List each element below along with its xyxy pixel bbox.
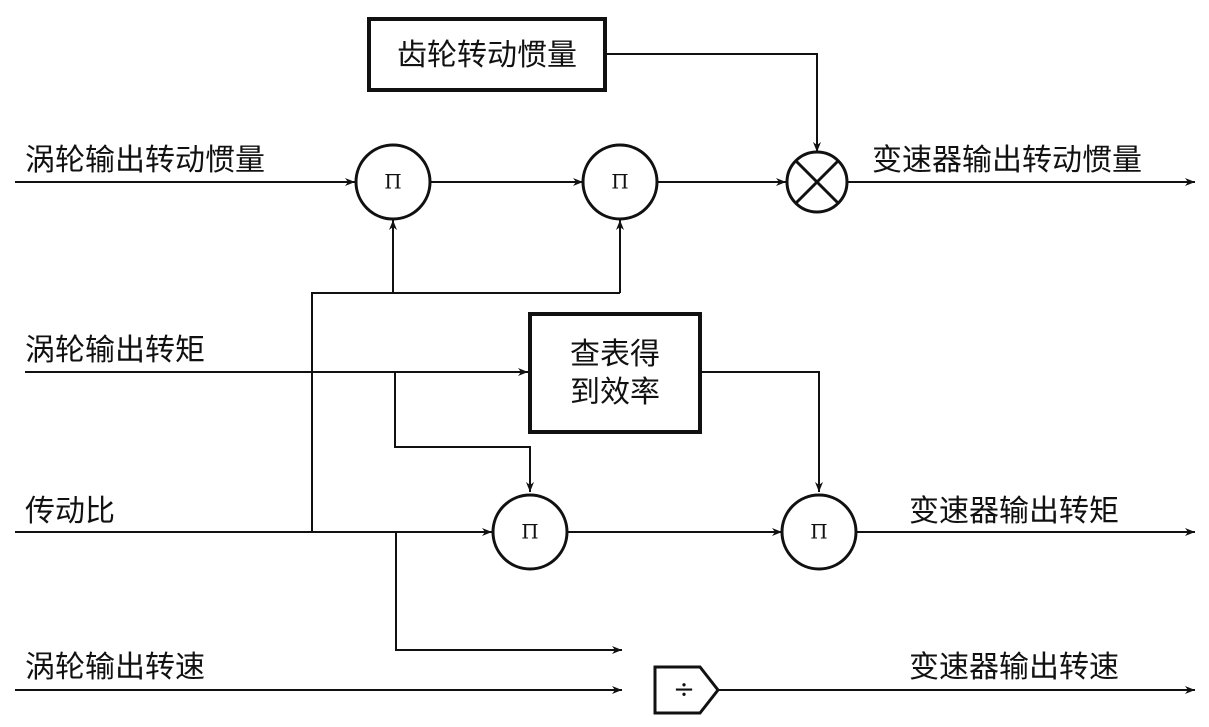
label-trans-torque: 变速器输出转矩 bbox=[909, 494, 1119, 529]
wire-ratio-up bbox=[311, 292, 620, 532]
gear-inertia-label: 齿轮转动惯量 bbox=[397, 38, 577, 73]
gear-inertia-block bbox=[367, 17, 607, 92]
cross-mark-b bbox=[794, 159, 840, 205]
wire-gear-inertia bbox=[605, 53, 821, 152]
label-trans-inertia: 变速器输出转动惯量 bbox=[872, 143, 1142, 178]
product-node-2 bbox=[581, 143, 659, 221]
product-node-3 bbox=[491, 493, 569, 571]
label-turbine-inertia: 涡轮输出转动惯量 bbox=[25, 143, 265, 178]
wire-eff-mult4 bbox=[700, 371, 823, 492]
label-gear-ratio: 传动比 bbox=[25, 494, 115, 529]
efficiency-lookup-block bbox=[528, 312, 702, 434]
wire-ratio-divider bbox=[395, 532, 622, 654]
divide-symbol: ÷ bbox=[673, 675, 695, 705]
wire-torque-mult3 bbox=[394, 372, 534, 492]
divide-node bbox=[653, 665, 720, 715]
label-turbine-speed: 涡轮输出转速 bbox=[25, 650, 205, 685]
product-node-4 bbox=[780, 493, 858, 571]
product-symbol-3: Π bbox=[521, 520, 538, 544]
product-symbol-4: Π bbox=[810, 520, 827, 544]
product-node-1 bbox=[354, 143, 432, 221]
product-symbol-1: Π bbox=[384, 170, 401, 194]
product-symbol-2: Π bbox=[611, 170, 628, 194]
efficiency-label-1: 查表得 bbox=[570, 337, 660, 372]
efficiency-label-2: 到效率 bbox=[570, 375, 660, 410]
label-turbine-torque: 涡轮输出转矩 bbox=[25, 333, 205, 368]
label-trans-speed: 变速器输出转速 bbox=[909, 650, 1119, 685]
